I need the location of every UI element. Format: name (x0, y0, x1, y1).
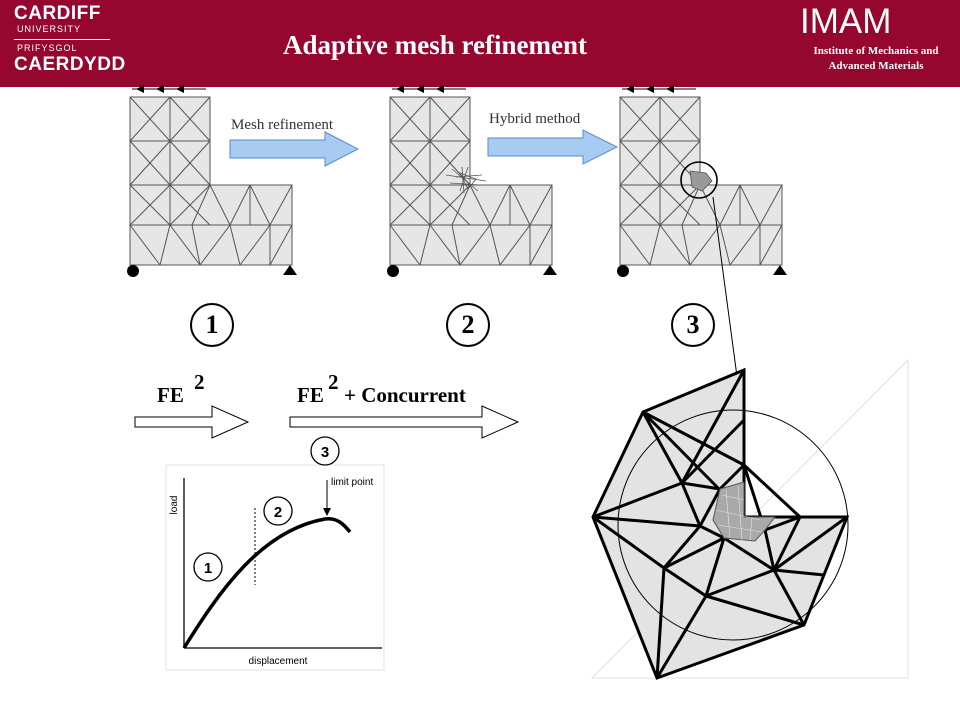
mesh-refinement-arrow (229, 131, 360, 167)
plot-ylabel: load (169, 496, 180, 515)
hybrid-method-arrow (487, 129, 619, 165)
step-2-badge: 2 (446, 303, 490, 347)
zoomed-mesh (590, 358, 909, 680)
fe2-concurrent-arrow (289, 405, 520, 439)
header-banner: CARDIFF UNIVERSITY PRIFYSGOL CAERDYDD Ad… (0, 0, 960, 87)
mesh-2 (386, 84, 558, 278)
cardiff-university-logo: CARDIFF UNIVERSITY PRIFYSGOL CAERDYDD (14, 4, 126, 75)
fe2-arrow (134, 405, 250, 439)
mesh-3 (616, 84, 788, 278)
fe2-concurrent-exponent: 2 (328, 370, 339, 394)
step-1-badge: 1 (190, 303, 234, 347)
logo-line-4: CAERDYDD (14, 54, 126, 75)
step-3-badge: 3 (671, 303, 715, 347)
fe2-label: FE (157, 383, 184, 407)
plot-region-3: 3 (321, 444, 329, 461)
page-title: Adaptive mesh refinement (283, 30, 587, 60)
imam-acronym: IMAM (800, 2, 892, 41)
plot-region-1: 1 (204, 560, 212, 577)
mesh-refinement-label: Mesh refinement (231, 117, 334, 133)
zoom-connector (712, 196, 739, 385)
fe2-concurrent-label: FE (297, 383, 324, 407)
imam-name-line-1: Institute of Mechanics and (813, 45, 939, 57)
logo-line-3: PRIFYSGOL (17, 43, 78, 53)
zoom-circle (617, 409, 849, 641)
load-displacement-plot: 1 2 3 limit point displacement load (165, 436, 385, 671)
plot-annotation: limit point (331, 477, 373, 488)
imam-logo: IMAM Institute of Mechanics and Advanced… (796, 2, 956, 74)
logo-line-1: CARDIFF (14, 3, 101, 24)
logo-line-2: UNIVERSITY (17, 24, 82, 34)
logo-divider (14, 39, 110, 40)
mesh-1 (126, 84, 298, 278)
hybrid-method-label: Hybrid method (489, 111, 581, 127)
fe2-exponent: 2 (194, 370, 205, 394)
plot-region-2: 2 (274, 504, 282, 521)
imam-name-line-2: Advanced Materials (828, 60, 924, 72)
fe2-concurrent-suffix: + Concurrent (344, 383, 466, 407)
plot-xlabel: displacement (249, 656, 308, 667)
